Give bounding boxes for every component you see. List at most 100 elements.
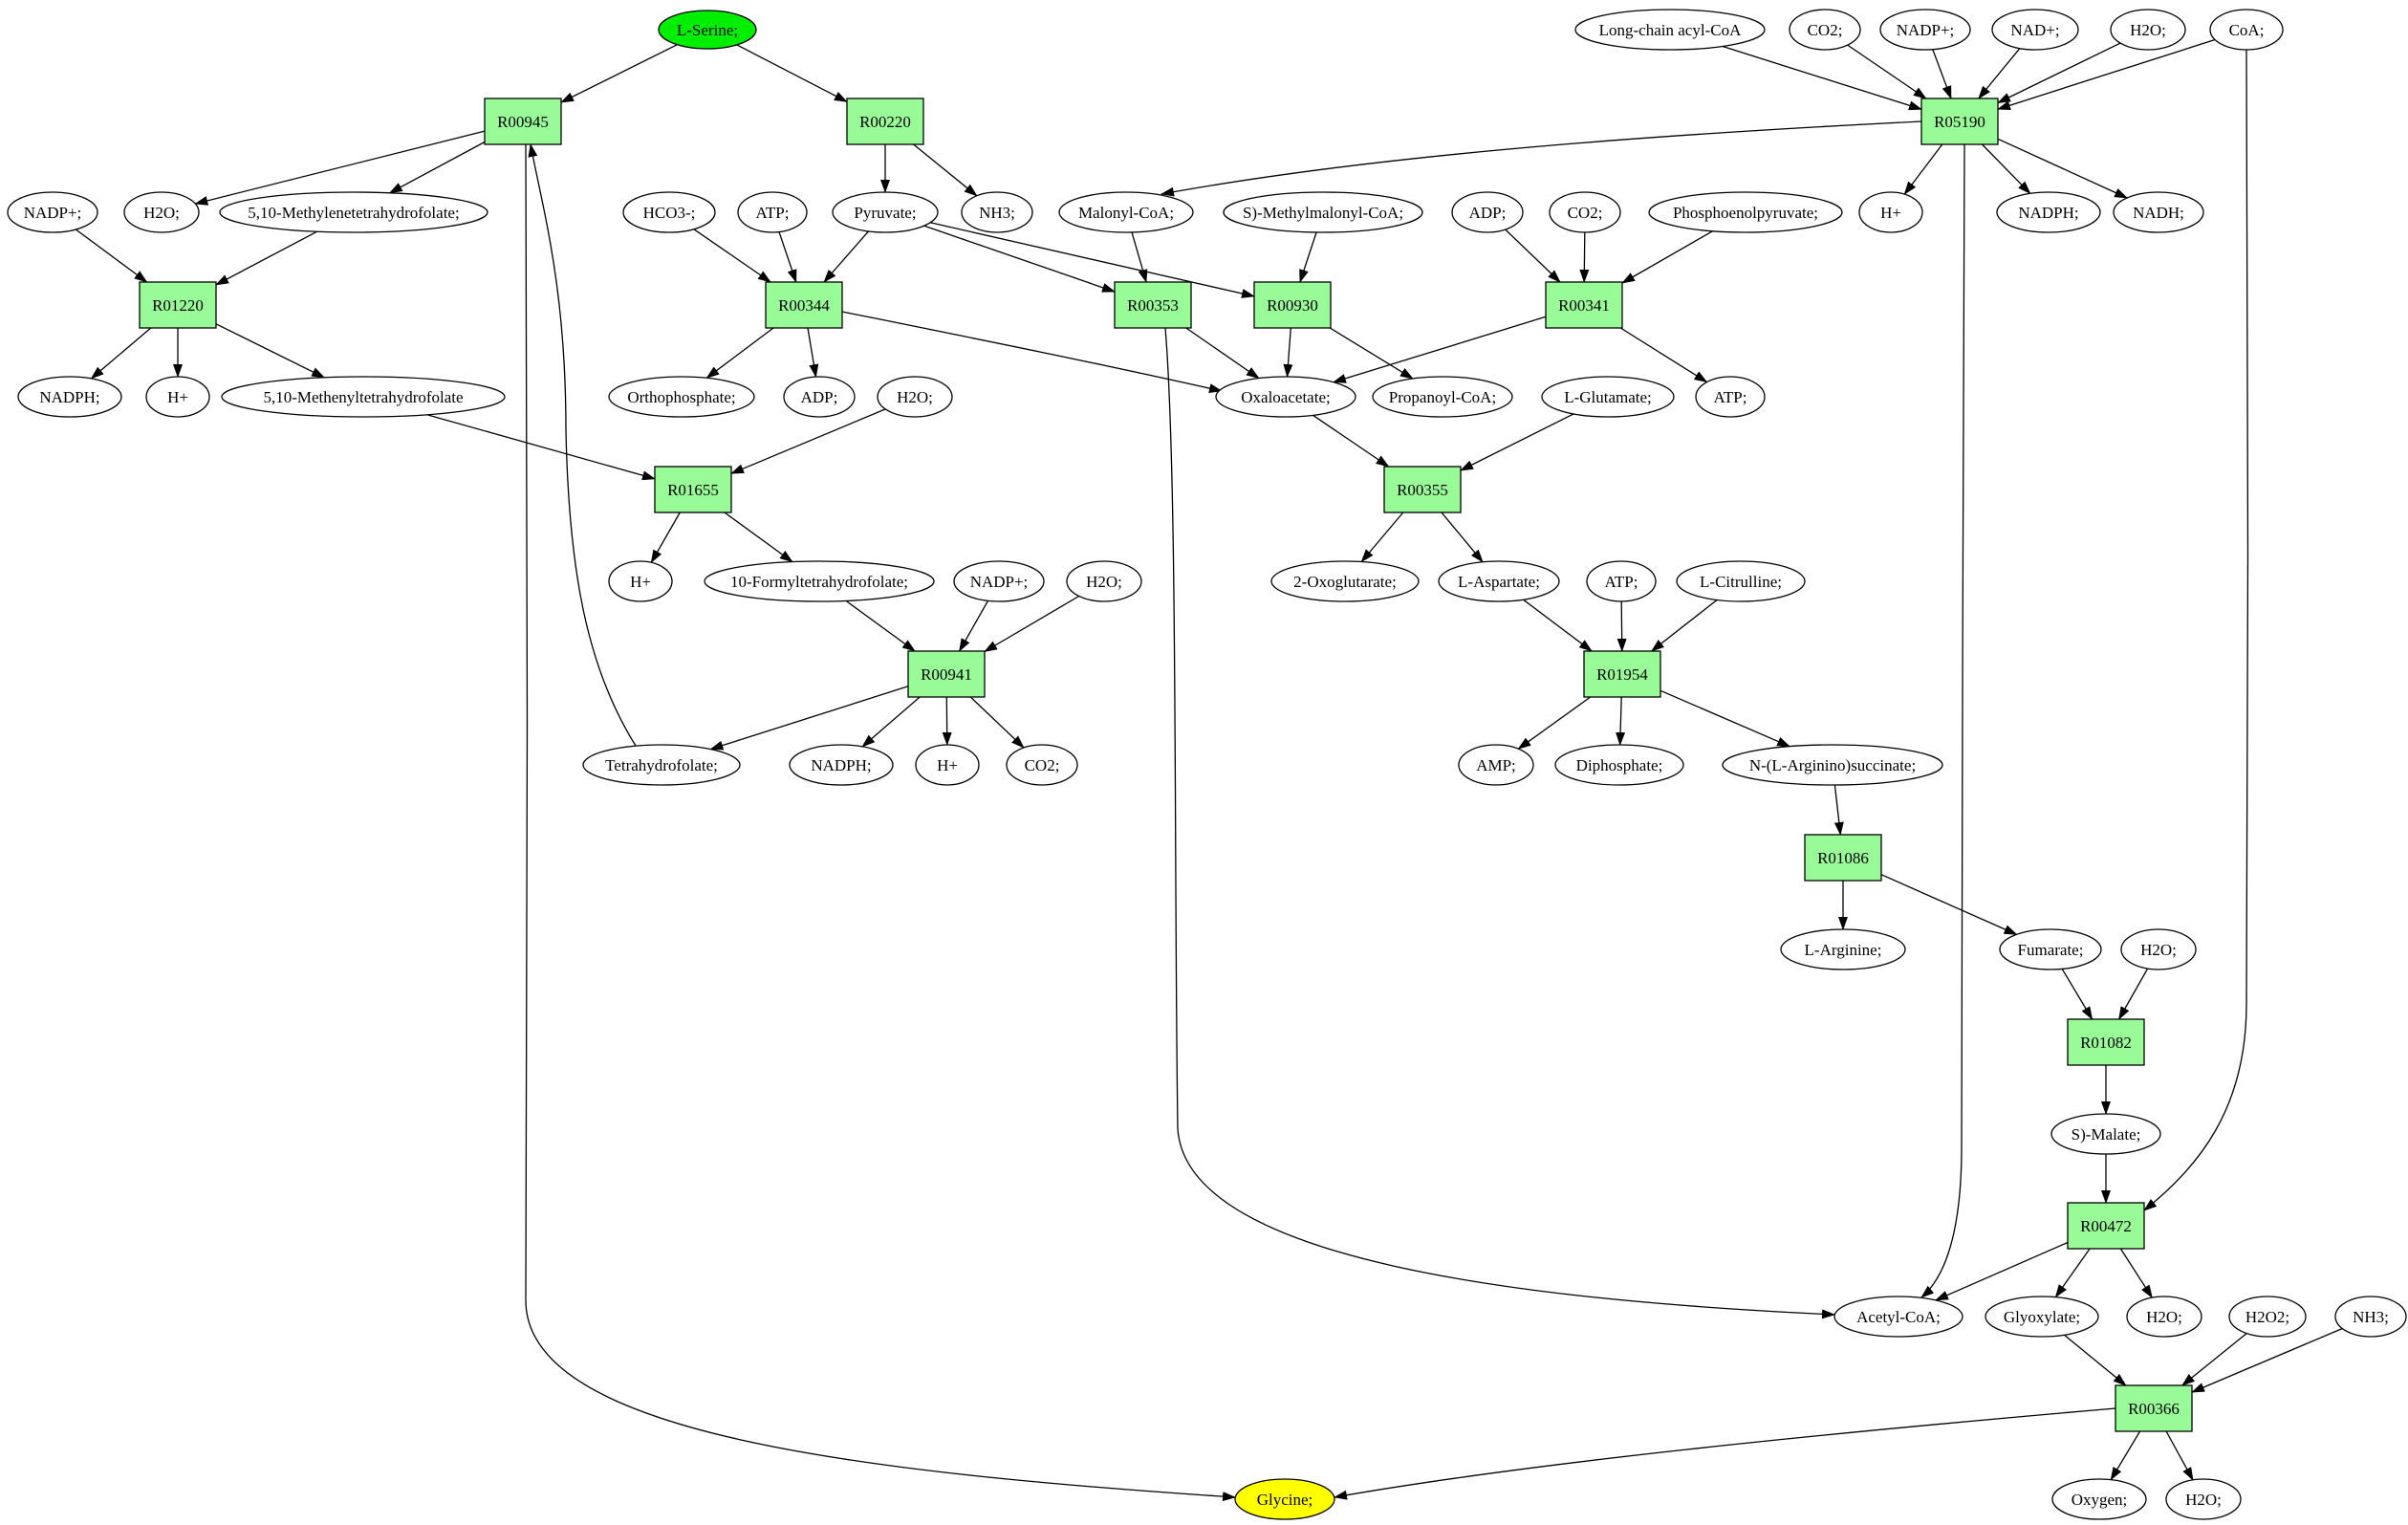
- metabolite-node-co2-a: CO2;: [1006, 744, 1078, 786]
- metabolite-ellipse: [953, 560, 1045, 602]
- metabolite-node-lcacyl: Long-chain acyl-CoA: [1574, 9, 1766, 51]
- reaction-box: [2115, 1384, 2193, 1432]
- metabolite-ellipse: [1066, 560, 1142, 602]
- node-label: NH3;: [2353, 1308, 2389, 1326]
- metabolite-node-co2-b: CO2;: [1549, 191, 1621, 233]
- edge-R05190-to-malonyl: [1161, 120, 1922, 197]
- metabolite-node-adp-b: ADP;: [1451, 191, 1524, 233]
- reaction-node-r01082: R01082: [2067, 1018, 2145, 1066]
- edge-R00472-to-acetylcoa: [1935, 1241, 2069, 1301]
- edge-R00220-to-nh3_a: [913, 143, 978, 197]
- metabolite-node-amp: AMP;: [1458, 744, 1534, 786]
- node-label: R00344: [778, 296, 830, 315]
- metabolite-node-nadph-b: NADPH;: [789, 744, 894, 786]
- metabolite-node-h-c: H+: [915, 744, 980, 786]
- reaction-node-r00930: R00930: [1253, 281, 1332, 329]
- node-label: H2O;: [1086, 573, 1122, 591]
- metabolite-node-propanoyl: Propanoyl-CoA;: [1372, 376, 1513, 418]
- edge-nadp_a-to-R01220: [75, 229, 148, 283]
- metabolite-node-h-a: H+: [145, 376, 210, 418]
- reaction-node-r00472: R00472: [2067, 1202, 2145, 1250]
- edge-co2_c-to-R05190: [1847, 44, 1927, 99]
- metabolite-ellipse: [1858, 191, 1923, 233]
- metabolite-node-acetylcoa: Acetyl-CoA;: [1833, 1296, 1963, 1338]
- metabolite-node-h2o-f: H2O;: [2165, 1478, 2242, 1520]
- metabolite-ellipse: [1234, 1478, 1335, 1520]
- edges-layer: [75, 38, 2343, 1502]
- metabolite-ellipse: [219, 191, 488, 233]
- node-label: R00366: [2128, 1400, 2180, 1418]
- metabolite-ellipse: [2126, 1296, 2202, 1338]
- metabolite-node-h2o-b: H2O;: [877, 376, 953, 418]
- edge-R00941-to-nadph_b: [861, 696, 921, 748]
- metabolite-ellipse: [1879, 9, 1971, 51]
- node-label: Orthophosphate;: [627, 388, 735, 406]
- metabolite-ellipse: [737, 191, 808, 233]
- edge-oxaloacetate-to-R00355: [1312, 414, 1390, 468]
- metabolite-ellipse: [2334, 1296, 2407, 1338]
- metabolite-ellipse: [915, 744, 980, 786]
- metabolite-node-h-d: H+: [1858, 191, 1923, 233]
- metabolite-ellipse: [2228, 1296, 2307, 1338]
- edge-formylthf-to-R00941: [845, 599, 916, 652]
- metabolite-ellipse: [783, 376, 856, 418]
- edge-glyoxylate-to-R00366: [2064, 1334, 2127, 1386]
- edge-R00355-to-laspartate: [1441, 512, 1484, 563]
- metabolite-node-nadph-a: NADPH;: [17, 376, 122, 418]
- node-label: 10-Formyltetrahydrofolate;: [730, 573, 908, 591]
- node-label: 5,10-Methylenetetrahydrofolate;: [248, 204, 459, 222]
- reaction-node-r01086: R01086: [1804, 834, 1882, 882]
- metabolite-ellipse: [608, 376, 755, 418]
- reaction-node-r00353: R00353: [1114, 281, 1192, 329]
- edge-R01954-to-amp: [1517, 696, 1592, 750]
- metabolite-node-coa: CoA;: [2209, 9, 2284, 51]
- metabolite-node-adp-a: ADP;: [783, 376, 856, 418]
- edge-argsucc-to-R01086: [1833, 784, 1844, 836]
- node-label: NADP+;: [24, 204, 82, 222]
- edge-R00344-to-orthophosphate: [705, 327, 774, 379]
- reaction-node-r01655: R01655: [654, 466, 732, 513]
- metabolite-ellipse: [221, 376, 506, 418]
- metabolite-ellipse: [1574, 9, 1766, 51]
- node-label: H2O2;: [2245, 1308, 2289, 1326]
- metabolite-ellipse: [1586, 560, 1657, 602]
- node-label: Malonyl-CoA;: [1078, 204, 1174, 222]
- reaction-node-r00945: R00945: [484, 98, 562, 145]
- node-label: Propanoyl-CoA;: [1389, 388, 1496, 406]
- metabolite-ellipse: [1554, 744, 1684, 786]
- node-label: R05190: [1934, 113, 1985, 131]
- reaction-box: [2067, 1018, 2145, 1066]
- edge-coa-to-R00472: [2143, 49, 2249, 1211]
- metabolite-node-glyoxylate: Glyoxylate;: [1985, 1296, 2099, 1338]
- reaction-box: [1383, 466, 1462, 513]
- node-label: NADPH;: [2018, 204, 2078, 222]
- metabolite-node-thf: Tetrahydrofolate;: [582, 744, 741, 786]
- metabolite-ellipse: [1006, 744, 1078, 786]
- metabolite-node-formylthf: 10-Formyltetrahydrofolate;: [704, 560, 935, 602]
- reaction-node-r05190: R05190: [1920, 98, 1999, 145]
- metabolite-ellipse: [1780, 928, 1906, 970]
- node-label: Acetyl-CoA;: [1856, 1308, 1941, 1326]
- metabolite-ellipse: [1648, 191, 1843, 233]
- node-label: R01220: [152, 296, 204, 315]
- metabolite-node-oxygen: Oxygen;: [2051, 1478, 2147, 1520]
- edge-lserine-to-R00220: [736, 44, 848, 102]
- edge-R01086-to-fumarate: [1880, 874, 2018, 935]
- metabolite-ellipse: [1549, 191, 1621, 233]
- source-node-lserine: L-Serine;: [658, 10, 757, 50]
- metabolite-ellipse: [789, 744, 894, 786]
- metabolite-ellipse: [2209, 9, 2284, 51]
- metabolite-ellipse: [2120, 928, 2197, 970]
- reaction-node-r01220: R01220: [139, 281, 217, 329]
- edge-adp_b-to-R00341: [1505, 229, 1561, 283]
- metabolite-node-oxoglutarate: 2-Oxoglutarate;: [1270, 560, 1420, 602]
- metabolite-ellipse: [961, 191, 1033, 233]
- edge-co2_b-to-R00341: [1579, 231, 1590, 283]
- edge-R00941-to-h_c: [942, 696, 952, 746]
- reaction-node-r00355: R00355: [1383, 466, 1462, 513]
- edge-pep-to-R00341: [1621, 230, 1713, 284]
- edge-R00930-to-oxaloacetate: [1283, 327, 1293, 378]
- node-label: R00930: [1267, 296, 1318, 315]
- metabolite-ellipse: [1215, 376, 1356, 418]
